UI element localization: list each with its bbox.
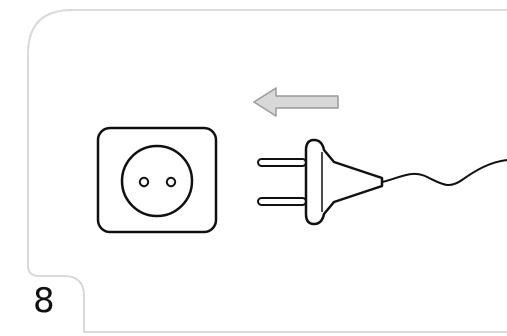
socket-hole-left (140, 178, 148, 186)
plug-prong-bottom (258, 198, 306, 205)
step-number: 8 (33, 284, 55, 318)
power-socket-icon (98, 128, 216, 232)
insert-direction-arrow-icon (254, 88, 338, 116)
plug-prong-top (258, 159, 306, 166)
power-plug-icon (258, 140, 507, 224)
plug-body (306, 140, 382, 224)
socket-hole-right (167, 178, 175, 186)
plug-cable (382, 160, 507, 185)
